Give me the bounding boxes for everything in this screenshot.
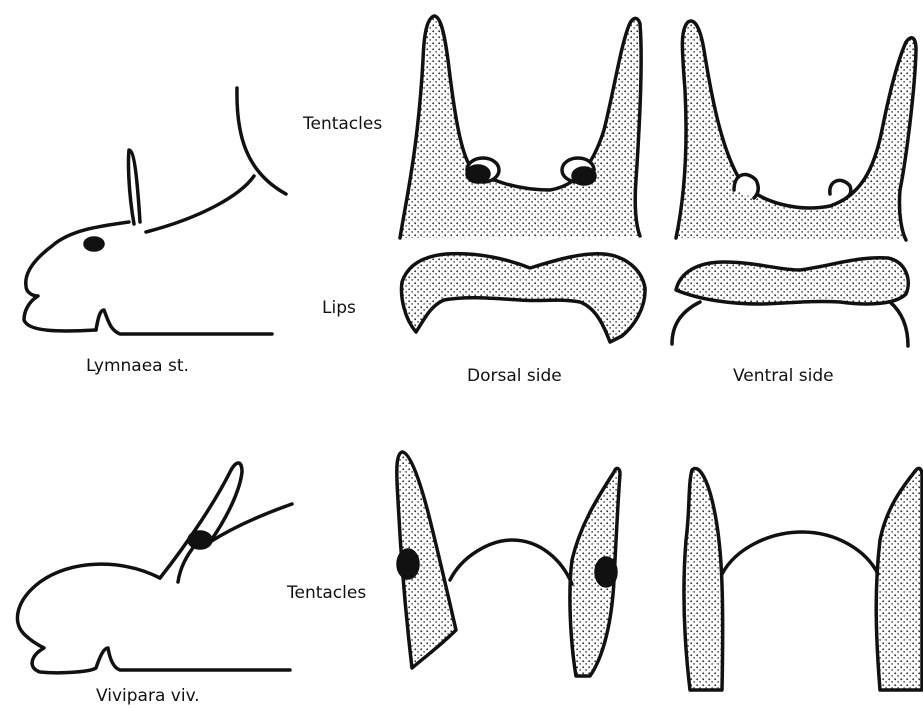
dorsal-right-eye: [573, 168, 595, 184]
ventral-lips: [672, 258, 908, 346]
ventral-tentacles: [676, 21, 916, 240]
vivipara-side-view: [17, 463, 292, 673]
lips-label: Lips: [322, 298, 356, 318]
tentacles-label-top: Tentacles: [303, 114, 382, 134]
tentacles-label-bottom: Tentacles: [287, 583, 366, 603]
vivipara-dorsal-right-eye: [596, 558, 616, 586]
dorsal-left-eye: [467, 166, 489, 182]
vivipara-dorsal-left-eye: [398, 550, 418, 578]
lymnaea-eye: [85, 238, 103, 250]
vivipara-ventral-tentacles: [684, 468, 922, 690]
dorsal-side-label: Dorsal side: [467, 366, 562, 386]
vivipara-label: Vivipara viv.: [96, 686, 200, 706]
vivipara-eye: [189, 532, 211, 548]
dorsal-lips: [402, 254, 646, 342]
dorsal-tentacles: [400, 16, 641, 238]
lymnaea-side-view: [24, 88, 286, 334]
ventral-side-label: Ventral side: [733, 366, 834, 386]
vivipara-dorsal-tentacles: [397, 452, 620, 676]
lymnaea-label: Lymnaea st.: [86, 356, 189, 376]
